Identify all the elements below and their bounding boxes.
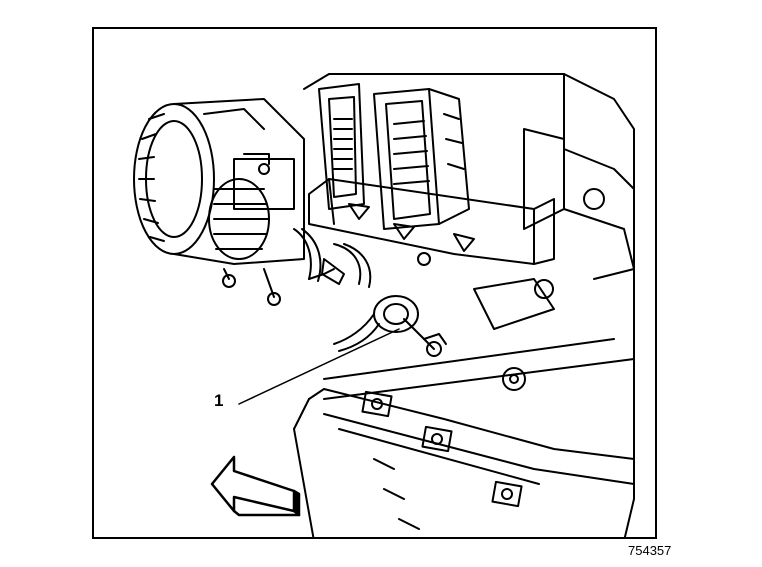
mounting-bracket <box>308 178 555 266</box>
illustration-frame: 1 <box>92 27 657 539</box>
engine-illustration <box>133 73 635 537</box>
figure-id: 754357 <box>628 543 672 558</box>
callout-1-leader <box>238 328 400 405</box>
forward-direction-arrow <box>210 455 301 517</box>
wiring-harness <box>293 228 372 288</box>
lower-block <box>293 388 635 537</box>
callout-1-label: 1 <box>214 391 224 410</box>
ecm-modules <box>318 83 470 230</box>
knock-sensor <box>333 295 447 357</box>
engine-block <box>303 73 635 537</box>
alternator <box>133 98 305 306</box>
